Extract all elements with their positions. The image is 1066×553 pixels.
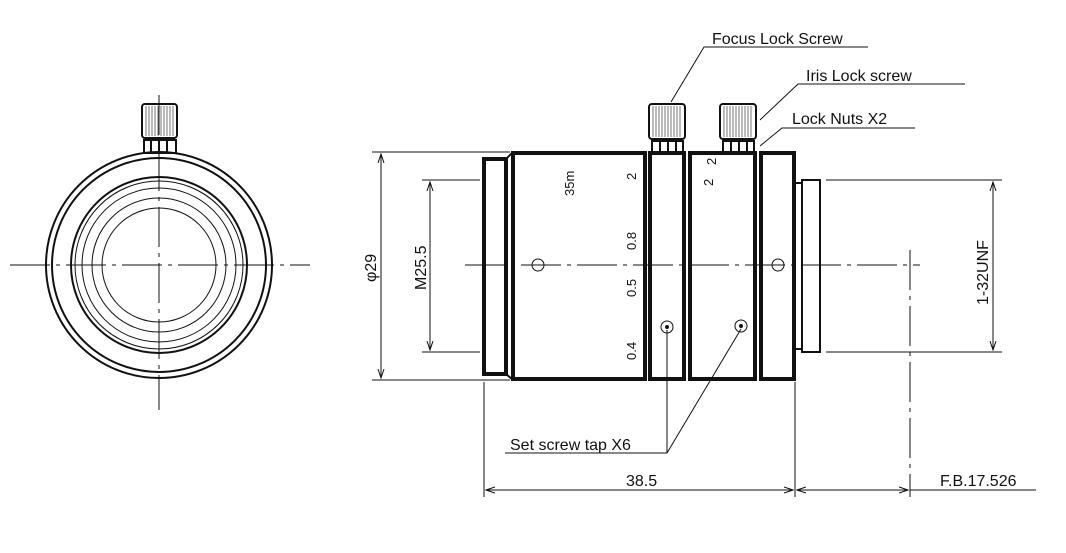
lens-ring	[81, 187, 237, 343]
set-screw-tap	[734, 319, 748, 333]
front-ring-inner	[74, 180, 244, 350]
iris-ring	[688, 151, 757, 381]
screw-hole	[771, 258, 785, 272]
focus-scale-mark: 0.4	[624, 342, 639, 360]
lock-nuts-label: Lock Nuts X2	[792, 111, 887, 128]
iris-lock-knob-icon	[719, 103, 757, 154]
focus-scale-mark: 0.5	[624, 279, 639, 297]
focus-lock-knob-icon	[648, 103, 686, 154]
mount-thread-label: M25.5	[413, 245, 430, 290]
front-ring	[70, 176, 248, 354]
iris-lock-screw-label: Iris Lock screw	[806, 68, 912, 85]
knurled-screw-icon	[141, 103, 178, 154]
screw-hole	[531, 258, 545, 272]
focus-lock-screw-label: Focus Lock Screw	[712, 31, 843, 48]
flange-back-label: F.B.17.526	[940, 473, 1017, 490]
leader-lines	[505, 46, 965, 454]
iris-scale-mark: 2	[701, 179, 716, 186]
focus-scale-mark: 2	[624, 173, 639, 180]
dimension-lines	[372, 151, 1036, 497]
focal-length-marking: 35m	[562, 171, 577, 196]
length-label: 38.5	[626, 473, 657, 490]
front-flange	[482, 157, 508, 376]
front-view	[10, 95, 310, 410]
side-view: 35m 2 0.8 0.5 0.4 2 2	[465, 103, 920, 381]
set-screw-tap-label: Set screw tap X6	[510, 437, 631, 454]
iris-scale-mark: 2	[704, 158, 719, 165]
focus-scale-mark: 0.8	[624, 232, 639, 250]
outer-ring-inner	[51, 157, 267, 373]
focus-barrel	[511, 151, 647, 381]
rear-barrel	[759, 151, 796, 381]
rear-thread-label: 1-32UNF	[975, 240, 992, 305]
outer-diameter-label: φ29	[363, 254, 380, 282]
lens-ring-2	[91, 197, 227, 333]
c-mount-thread	[801, 179, 821, 353]
lens-aperture	[101, 207, 217, 323]
